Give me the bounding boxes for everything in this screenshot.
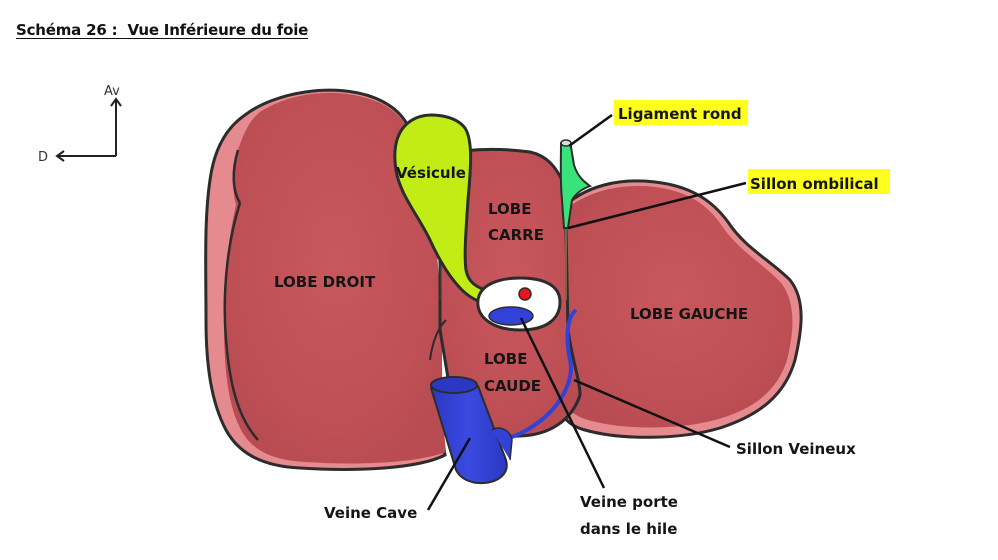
hilum — [476, 276, 562, 332]
leader-lines — [426, 113, 747, 511]
label-lobe-droit: LOBE DROIT — [274, 273, 376, 291]
left-lobe — [554, 179, 803, 439]
callout-veine-porte-2: dans le hile — [580, 520, 677, 538]
right-arrowhead-icon — [55, 150, 65, 162]
inferior-vena-cava — [429, 376, 513, 485]
leader-sillon-veineux — [573, 378, 731, 449]
callout-sillon-veineux: Sillon Veineux — [736, 440, 856, 458]
right-lobe — [204, 88, 447, 471]
label-lobe-carre-2: CARRE — [488, 226, 544, 244]
orientation-indicator: Av D — [38, 84, 122, 165]
callout-veine-porte-1: Veine porte — [580, 493, 678, 511]
label-lobe-carre-1: LOBE — [488, 200, 531, 218]
anterior-label: Av — [104, 84, 120, 99]
highlight-ligament-rond — [614, 100, 748, 125]
leader-ligament-rond — [568, 113, 613, 148]
portal-vein — [488, 306, 534, 326]
hepatic-artery — [518, 287, 532, 301]
leader-sillon-ombilical — [567, 181, 747, 230]
label-lobe-caude-1: LOBE — [484, 350, 527, 368]
label-lobe-caude-2: CAUDE — [484, 377, 541, 395]
callout-veine-cave: Veine Cave — [324, 504, 417, 522]
leader-veine-cave — [426, 437, 472, 511]
highlight-sillon-ombilical — [748, 169, 890, 194]
leader-veine-porte — [519, 317, 606, 489]
callout-sillon-ombilical: Sillon ombilical — [750, 175, 879, 193]
anterior-arrowhead-icon — [110, 97, 122, 107]
callout-ligament-rond: Ligament rond — [618, 105, 742, 123]
right-label: D — [38, 150, 48, 165]
diagram-title: Schéma 26 : Vue Inférieure du foie — [16, 21, 309, 39]
label-lobe-gauche: LOBE GAUCHE — [630, 305, 748, 323]
label-vesicule: Vésicule — [396, 164, 466, 182]
